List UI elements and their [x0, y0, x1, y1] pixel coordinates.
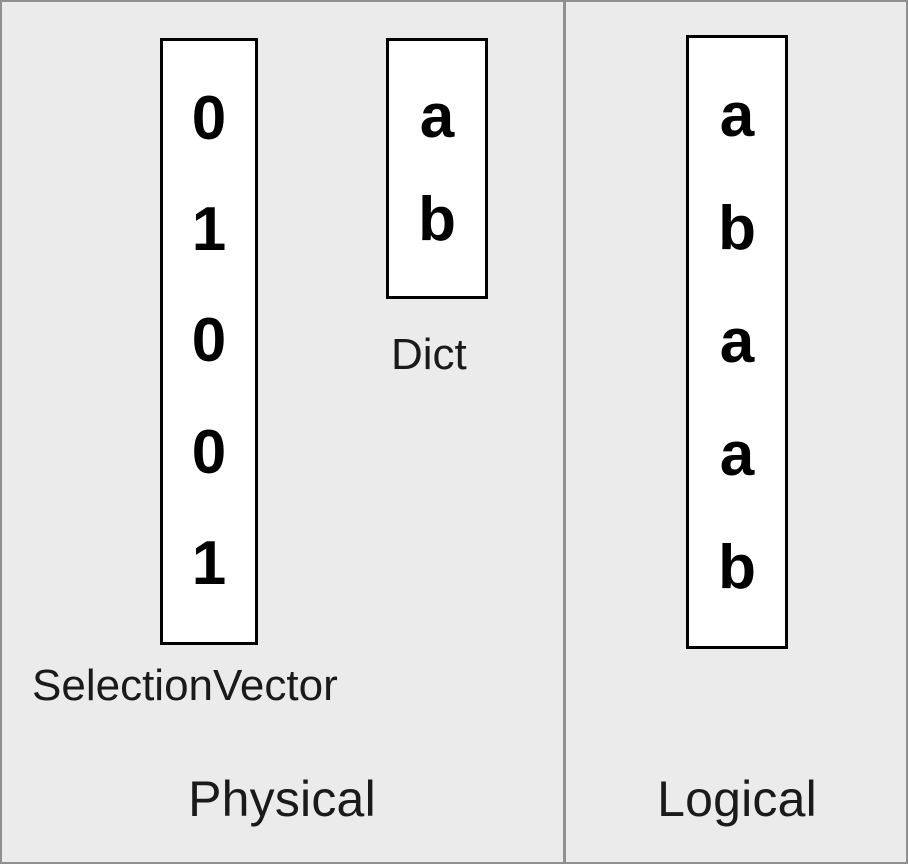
panel-caption-physical: Physical [188, 771, 376, 827]
logical-cell-3: a [719, 419, 755, 489]
logical-cell-1: b [718, 194, 756, 264]
dict-box: a b [386, 38, 488, 299]
panel-caption-logical: Logical [657, 771, 817, 827]
selection-vector-cell-2: 0 [191, 306, 227, 376]
logical-cell-4: b [718, 532, 756, 602]
selection-vector-cell-0: 0 [191, 83, 227, 153]
panel-divider [563, 2, 566, 862]
dict-label: Dict [391, 330, 467, 379]
selection-vector-cell-4: 1 [191, 529, 227, 599]
logical-column-box: a b a a b [686, 35, 788, 649]
selection-vector-label: SelectionVector [32, 661, 338, 710]
dict-cell-1: b [418, 185, 456, 255]
selection-vector-cell-3: 0 [191, 417, 227, 487]
selection-vector-box: 0 1 0 0 1 [160, 38, 258, 645]
logical-cell-0: a [719, 81, 755, 151]
selection-vector-cell-1: 1 [191, 195, 227, 265]
dict-cell-0: a [419, 81, 455, 151]
logical-cell-2: a [719, 306, 755, 376]
